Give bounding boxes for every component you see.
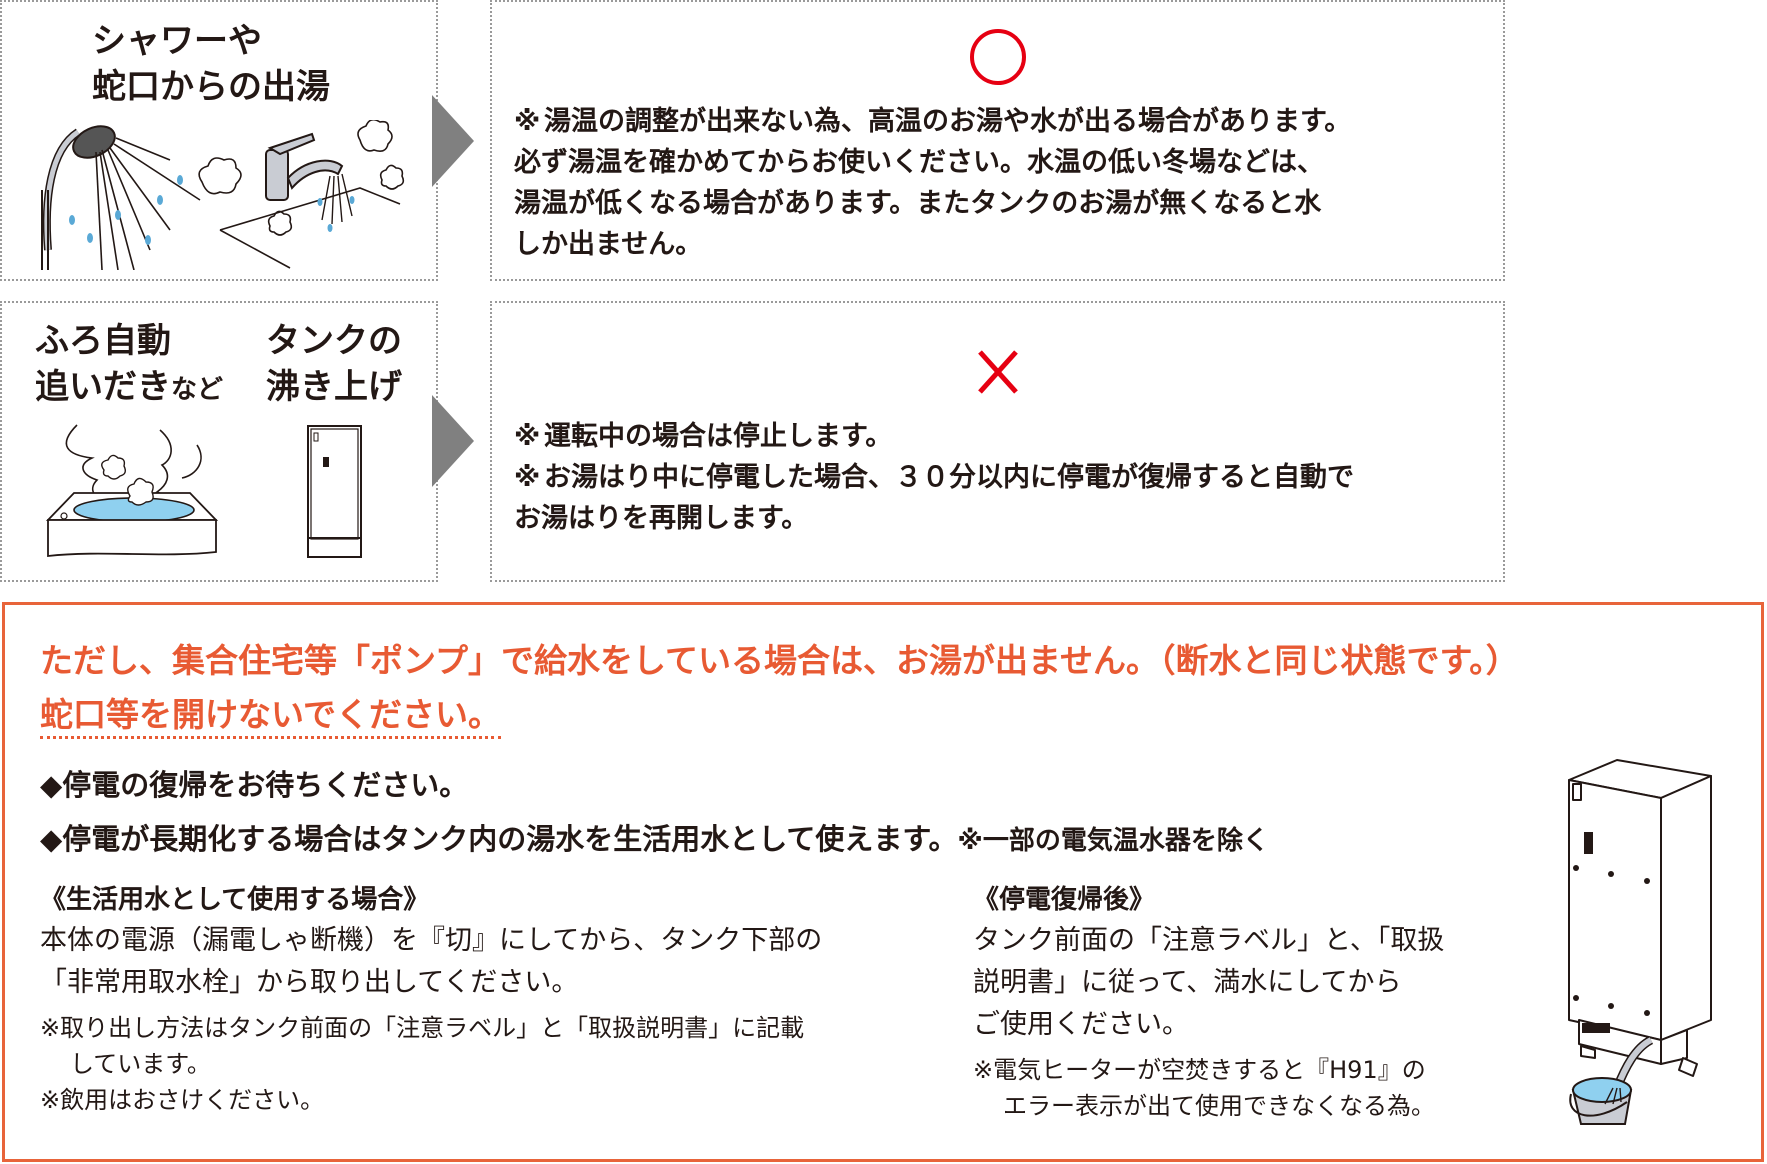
column-body-line: タンク前面の「注意ラベル」と、「取扱 [973, 925, 1445, 956]
note-line: ※ 運転中の場合は停止します。 [514, 416, 1354, 457]
title-line: 蛇口からの出湯 [92, 67, 330, 107]
column-body-line: ご使用ください。 [973, 1009, 1189, 1040]
bullet-long-outage: ◆停電が長期化する場合はタンク内の湯水を生活用水として使えます。※一部の電気温水… [40, 816, 1269, 858]
column-body-line: 「非常用取水栓」から取り出してください。 [40, 967, 579, 998]
ng-cross-icon [976, 350, 1020, 394]
note-text: 湯温が低くなる場合があります。またタンクのお湯が無くなると水 [514, 188, 1322, 219]
bath-result-panel [490, 301, 1505, 582]
title-line: 沸き上げ [266, 367, 402, 407]
bullet-text: ◆停電の復帰をお待ちください。 [40, 768, 469, 802]
note-line: ※ 湯温の調整が出来ない為、高温のお湯や水が出る場合があります。 [514, 101, 1351, 142]
bath-result-notes: ※ 運転中の場合は停止します。 ※ お湯はり中に停電した場合、３０分以内に停電が… [514, 416, 1354, 539]
column-heading: 《停電復帰後》 [973, 885, 1156, 915]
note-mark: ※ [514, 421, 541, 452]
tank-small-illustration [307, 425, 363, 560]
note-text: 必ず湯温を確かめてからお使いください。水温の低い冬場などは、 [514, 147, 1324, 178]
title-text: 追いだき [35, 367, 171, 407]
title-line: シャワーや [92, 21, 262, 61]
note-line: ※ お湯はり中に停電した場合、３０分以内に停電が復帰すると自動で [514, 457, 1354, 498]
domestic-water-column: 《生活用水として使用する場合》 本体の電源（漏電しゃ断機）を『切』にしてから、タ… [40, 880, 920, 1118]
note-text: 運転中の場合は停止します。 [544, 421, 893, 452]
bathtub-illustration [42, 420, 222, 565]
column-body-line: 説明書」に従って、満水にしてから [973, 967, 1402, 998]
bullet-text: ◆停電が長期化する場合はタンク内の湯水を生活用水として使えます。 [40, 822, 958, 856]
column-note: ※飲用はおさけください。 [40, 1086, 325, 1114]
ok-circle-icon [968, 27, 1028, 87]
arrow-right-icon [432, 395, 474, 487]
title-suffix: など [171, 375, 224, 405]
pump-warning-box [2, 602, 1764, 1162]
pump-warning-line2: 蛇口等を開けないでください。 [40, 687, 502, 743]
column-body-line: 本体の電源（漏電しゃ断機）を『切』にしてから、タンク下部の [40, 925, 823, 956]
pump-warning-line1: ただし、集合住宅等「ポンプ」で給水をしている場合は、お湯が出ません。（断水と同じ… [40, 641, 1519, 680]
title-line: ふろ自動 [35, 321, 171, 361]
after-recovery-column: 《停電復帰後》 タンク前面の「注意ラベル」と、「取扱 説明書」に従って、満水にし… [973, 880, 1533, 1124]
column-note: ※取り出し方法はタンク前面の「注意ラベル」と「取扱説明書」に記載 [40, 1014, 805, 1042]
shower-result-notes: ※ 湯温の調整が出来ない為、高温のお湯や水が出る場合があります。 必ず湯温を確か… [514, 101, 1351, 265]
title-line: 追いだきなど [35, 364, 223, 413]
bullet-subnote: ※一部の電気温水器を除く [957, 826, 1269, 856]
shower-faucet-title: シャワーや 蛇口からの出湯 [92, 18, 330, 110]
title-line: タンクの [266, 321, 402, 361]
bath-reheat-title: ふろ自動 追いだきなど [35, 318, 223, 413]
note-mark: ※ [514, 106, 541, 137]
column-note: エラー表示が出て使用できなくなる為。 [1003, 1092, 1435, 1120]
column-note: ※電気ヒーターが空焚きすると『H91』の [973, 1056, 1426, 1084]
note-text: お湯はり中に停電した場合、３０分以内に停電が復帰すると自動で [544, 462, 1354, 493]
note-text: しか出ません。 [514, 229, 703, 260]
shower-illustration [30, 120, 430, 270]
column-note: しています。 [70, 1050, 211, 1078]
note-text: 湯温の調整が出来ない為、高温のお湯や水が出る場合があります。 [544, 106, 1352, 137]
note-text: お湯はりを再開します。 [514, 503, 809, 534]
column-heading: 《生活用水として使用する場合》 [40, 885, 430, 915]
note-mark: ※ [514, 462, 541, 493]
shower-result-panel [490, 0, 1505, 281]
arrow-right-icon [432, 95, 474, 187]
water-heater-bucket-illustration [1565, 758, 1715, 1130]
warning-underlined-text: 蛇口等を開けないでください。 [40, 695, 502, 739]
bullet-wait-recovery: ◆停電の復帰をお待ちください。 [40, 762, 468, 804]
tank-heating-title: タンクの 沸き上げ [266, 318, 402, 410]
